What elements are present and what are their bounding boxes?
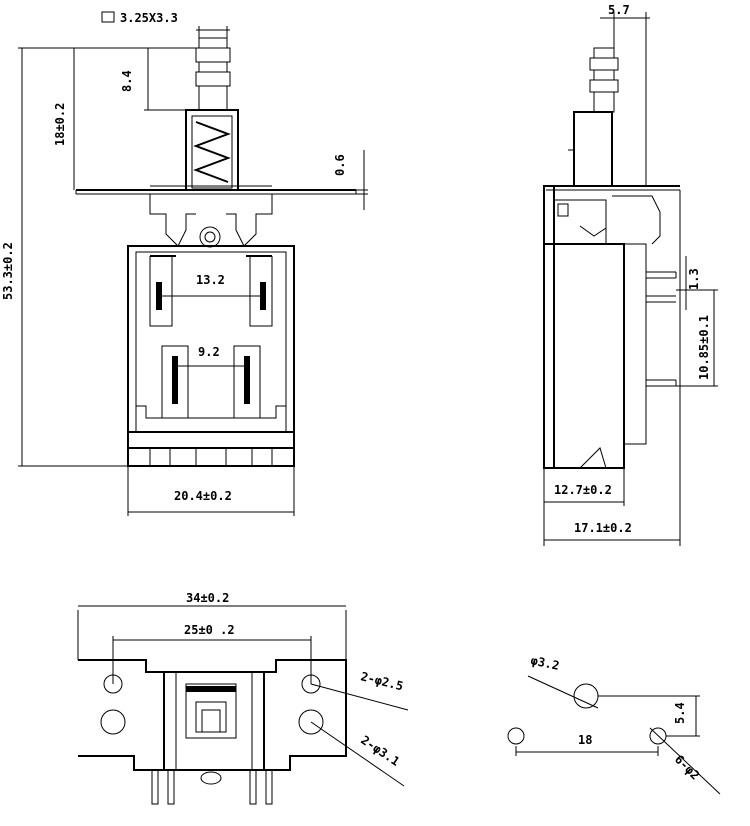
label-pin-top: 1.3 <box>687 268 701 290</box>
label-pcb-spacing-v: 5.4 <box>673 702 687 724</box>
label-pin-spacing-wide: 13.2 <box>196 273 225 287</box>
label-pcb-hole-small: 6-φ2 <box>672 752 702 782</box>
label-square-size: 3.25X3.3 <box>120 11 178 25</box>
side-view: 5.7 1.3 10.85±0.1 12.7±0.2 17.1±0.2 <box>543 3 718 546</box>
label-height-upper: 18±0.2 <box>53 103 67 146</box>
label-mount-hole-spacing: 25±0 .2 <box>184 623 235 637</box>
label-side-total: 17.1±0.2 <box>574 521 632 535</box>
label-travel: 8.4 <box>120 70 134 92</box>
front-view: 3.25X3.3 8.4 18±0.2 53.3±0.2 0.6 13.2 9.… <box>1 11 368 516</box>
label-mount-width: 34±0.2 <box>186 591 229 605</box>
label-hole-small: 2-φ2.5 <box>359 669 404 693</box>
label-pin-spacing-narrow: 9.2 <box>198 345 220 359</box>
pcb-layout: φ3.2 18 5.4 6-φ2 <box>507 653 721 795</box>
top-view: 34±0.2 25±0 .2 2-φ2.5 2-φ3.1 <box>77 591 409 805</box>
label-hole-large: 2-φ3.1 <box>358 733 402 769</box>
label-body-width: 20.4±0.2 <box>174 489 232 503</box>
label-top-offset: 5.7 <box>608 3 630 17</box>
label-pcb-spacing-h: 18 <box>578 733 592 747</box>
label-pin-spacing-side: 10.85±0.1 <box>697 315 711 380</box>
label-side-depth: 12.7±0.2 <box>554 483 612 497</box>
label-overall-height: 53.3±0.2 <box>1 242 15 300</box>
label-pcb-hole-center: φ3.2 <box>529 653 560 673</box>
label-plate-thickness: 0.6 <box>333 154 347 176</box>
